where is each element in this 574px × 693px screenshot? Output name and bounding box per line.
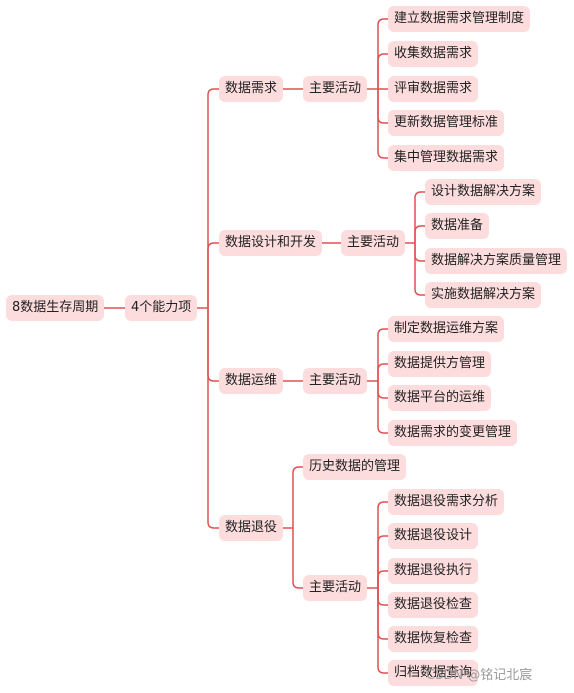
connector-line: [377, 89, 388, 124]
connector-line: [292, 528, 303, 589]
leaf-node[interactable]: 集中管理数据需求: [388, 145, 505, 171]
leaf-node[interactable]: 实施数据解决方案: [425, 282, 542, 308]
branch-data-operations[interactable]: 数据运维: [219, 368, 284, 394]
leaf-node[interactable]: 数据准备: [425, 213, 490, 239]
leaf-node[interactable]: 数据退役执行: [388, 558, 479, 584]
connector-line: [377, 381, 388, 399]
leaf-node[interactable]: 评审数据需求: [388, 76, 479, 102]
leaf-node[interactable]: 更新数据管理标准: [388, 110, 505, 136]
connector-line: [377, 570, 388, 588]
leaf-node[interactable]: 数据退役检查: [388, 592, 479, 618]
connector-line: [377, 588, 388, 606]
connector-line: [207, 308, 219, 382]
connector-line: [377, 89, 388, 159]
connector-line: [414, 243, 425, 296]
leaf-node[interactable]: 数据解决方案质量管理: [425, 248, 568, 274]
connector-line: [207, 88, 219, 308]
connector-line: [207, 242, 219, 308]
connector-line: [414, 243, 425, 262]
watermark: CSDN @铭记北宸: [426, 668, 533, 683]
activity-data-requirements[interactable]: 主要活动: [303, 76, 368, 102]
center-node[interactable]: 4个能力项: [125, 295, 198, 321]
activity-data-operations[interactable]: 主要活动: [303, 368, 368, 394]
connector-line: [377, 53, 388, 89]
branch-data-design[interactable]: 数据设计和开发: [219, 230, 323, 256]
activity-data-design[interactable]: 主要活动: [341, 230, 406, 256]
branch-data-requirements[interactable]: 数据需求: [219, 76, 284, 102]
activity-data-retirement[interactable]: 主要活动: [303, 575, 368, 601]
leaf-node[interactable]: 建立数据需求管理制度: [388, 6, 531, 32]
branch-data-retirement[interactable]: 数据退役: [219, 515, 284, 541]
leaf-node[interactable]: 数据退役需求分析: [388, 489, 505, 515]
root-node[interactable]: 8数据生存周期: [6, 295, 105, 321]
leaf-node[interactable]: 制定数据运维方案: [388, 316, 505, 342]
leaf-node[interactable]: 数据平台的运维: [388, 385, 492, 411]
history-data-management[interactable]: 历史数据的管理: [303, 454, 407, 480]
connector-line: [377, 363, 388, 381]
connector-line: [414, 225, 425, 243]
connector-line: [414, 191, 425, 243]
connector-line: [377, 328, 388, 381]
leaf-node[interactable]: 设计数据解决方案: [425, 179, 542, 205]
leaf-node[interactable]: 收集数据需求: [388, 41, 479, 67]
leaf-node[interactable]: 数据提供方管理: [388, 351, 492, 377]
connector-line: [377, 381, 388, 434]
leaf-node[interactable]: 数据恢复检查: [388, 626, 479, 652]
leaf-node[interactable]: 数据需求的变更管理: [388, 420, 518, 446]
connector-line: [377, 18, 388, 89]
connector-line: [377, 501, 388, 588]
connector-line: [292, 466, 303, 528]
connector-line: [377, 588, 388, 674]
leaf-node[interactable]: 归档数据查询: [388, 660, 479, 686]
connector-line: [377, 535, 388, 588]
connector-line: [207, 308, 219, 529]
connector-line: [377, 588, 388, 640]
leaf-node[interactable]: 数据退役设计: [388, 523, 479, 549]
